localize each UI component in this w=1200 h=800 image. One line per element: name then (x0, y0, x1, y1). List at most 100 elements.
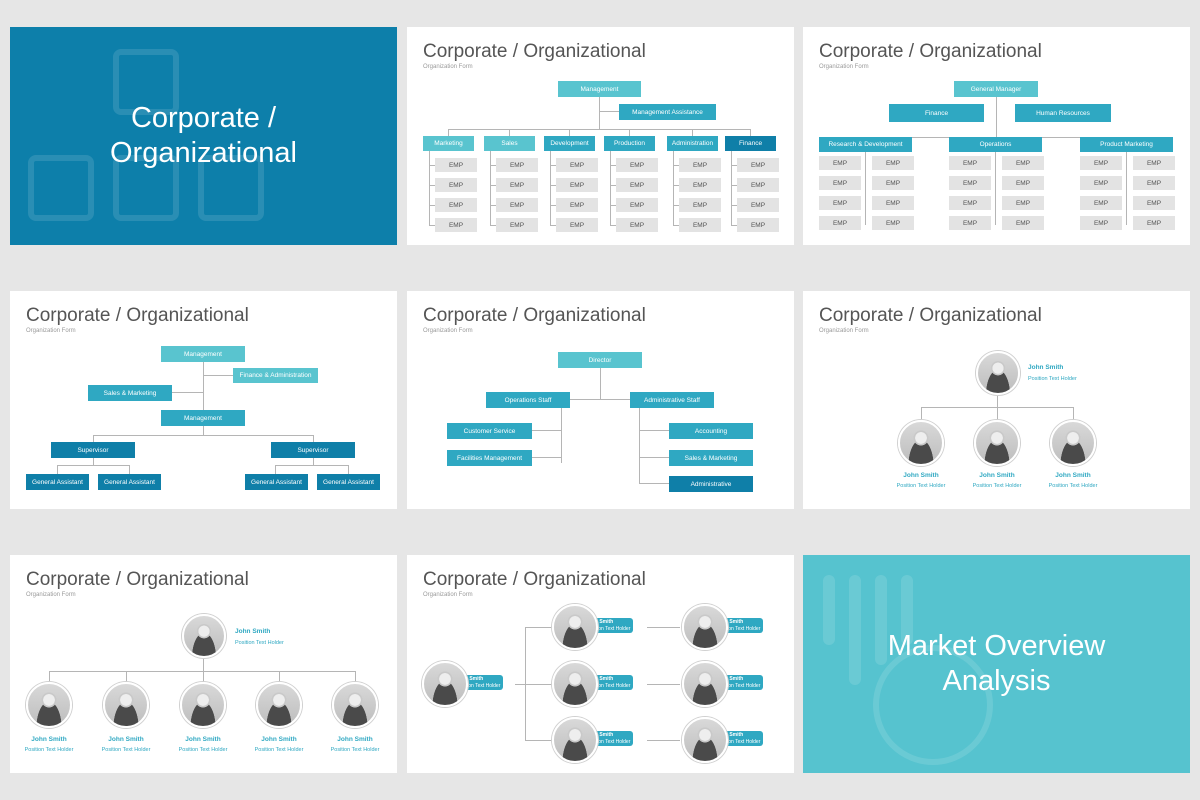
connector-line (569, 129, 570, 136)
emp-box: EMP (556, 198, 598, 212)
person-position: Position Text Holder (1028, 376, 1077, 382)
department-box: Sales (484, 136, 535, 151)
slide-title: Corporate / Organizational (423, 305, 646, 326)
connector-line (490, 151, 491, 226)
person-position: Position Text Holder (24, 747, 74, 753)
management-box-secondary: Management (161, 410, 245, 426)
general-assistant-box: General Assistant (245, 474, 308, 490)
org-slide-director[interactable]: Corporate / Organizational Organization … (407, 291, 794, 509)
org-slide-team-photos[interactable]: Corporate / Organizational Organization … (803, 291, 1190, 509)
connector-line (731, 185, 737, 186)
cover-slide[interactable]: Corporate / Organizational (10, 27, 397, 245)
human-resources-box: Human Resources (1015, 104, 1111, 122)
connector-line (490, 185, 496, 186)
connector-line (673, 185, 679, 186)
emp-box: EMP (1002, 216, 1044, 230)
org-slide-departments[interactable]: Corporate / Organizational Organization … (407, 27, 794, 245)
emp-box: EMP (949, 176, 991, 190)
administrative-staff-box: Administrative Staff (630, 392, 714, 408)
emp-box: EMP (819, 176, 861, 190)
emp-box: EMP (1080, 196, 1122, 210)
person-photo (898, 420, 944, 466)
person-name: John Smith (1055, 472, 1091, 479)
management-box: Management (558, 81, 641, 97)
emp-box: EMP (737, 158, 779, 172)
emp-box: EMP (1002, 156, 1044, 170)
connector-line (750, 129, 751, 136)
org-slide-general-manager[interactable]: Corporate / Organizational Organization … (803, 27, 1190, 245)
emp-box: EMP (556, 158, 598, 172)
emp-box: EMP (819, 196, 861, 210)
emp-box: EMP (556, 218, 598, 232)
emp-box: EMP (679, 158, 721, 172)
connector-line (429, 165, 435, 166)
finance-box: Finance (889, 104, 984, 122)
person-photo (180, 682, 226, 728)
department-box: Production (604, 136, 655, 151)
person-position: Position Text Holder (330, 747, 380, 753)
person-name: John Smith (1028, 364, 1064, 371)
emp-box: EMP (496, 158, 538, 172)
emp-box: EMP (616, 178, 658, 192)
connector-line (610, 165, 616, 166)
emp-box: EMP (737, 178, 779, 192)
management-box: Management (161, 346, 245, 362)
cover-title-line2: Organizational (110, 137, 297, 169)
org-slide-five-members[interactable]: Corporate / Organizational Organization … (10, 555, 397, 773)
emp-box: EMP (949, 196, 991, 210)
person-name: John Smith (586, 619, 614, 625)
slide-title: Corporate / Organizational (26, 569, 249, 590)
connector-line (731, 205, 737, 206)
person-position: Position Text Holder (896, 483, 946, 489)
person-name: John Smith (979, 472, 1015, 479)
person-photo (1050, 420, 1096, 466)
market-overview-slide[interactable]: Market Overview Analysis (803, 555, 1190, 773)
bars-decoration (849, 575, 861, 685)
connector-line (673, 225, 679, 226)
emp-box: EMP (496, 178, 538, 192)
connector-line (731, 165, 737, 166)
person-name: John Smith (716, 732, 744, 738)
person-photo (552, 717, 598, 763)
slide-title: Corporate / Organizational (819, 41, 1042, 62)
management-assistance-box: Management Assistance (619, 104, 716, 120)
cover-title-line1: Corporate / (130, 102, 277, 134)
connector-line (731, 225, 737, 226)
person-position: Position Text Holder (456, 682, 501, 689)
connector-line (610, 225, 616, 226)
emp-box: EMP (1133, 196, 1175, 210)
emp-box: EMP (1002, 176, 1044, 190)
emp-box: EMP (496, 198, 538, 212)
org-slide-tree-photos[interactable]: Corporate / Organizational Organization … (407, 555, 794, 773)
emp-box: EMP (435, 198, 477, 212)
person-position: Position Text Holder (586, 682, 631, 689)
connector-line (995, 152, 996, 225)
emp-box: EMP (1080, 216, 1122, 230)
emp-box: EMP (1002, 196, 1044, 210)
person-position: Position Text Holder (716, 625, 761, 632)
person-position: Position Text Holder (972, 483, 1022, 489)
emp-box: EMP (1133, 216, 1175, 230)
emp-box: EMP (616, 198, 658, 212)
connector-line (610, 185, 616, 186)
slide-title: Corporate / Organizational (423, 41, 646, 62)
person-name: John Smith (903, 472, 939, 479)
connector-line (865, 152, 866, 225)
connector-line (629, 129, 630, 136)
connector-line (429, 225, 435, 226)
connector-line (448, 129, 449, 136)
person-name: John Smith (586, 732, 614, 738)
department-box: Finance (725, 136, 776, 151)
emp-box: EMP (872, 196, 914, 210)
bars-decoration (823, 575, 835, 645)
org-chart-decoration (198, 155, 264, 221)
person-photo (182, 614, 226, 658)
person-position: Position Text Holder (1048, 483, 1098, 489)
connector-line (550, 185, 556, 186)
org-slide-supervisors[interactable]: Corporate / Organizational Organization … (10, 291, 397, 509)
person-name: John Smith (185, 736, 221, 743)
emp-box: EMP (872, 176, 914, 190)
emp-box: EMP (872, 156, 914, 170)
person-name: John Smith (716, 676, 744, 682)
person-photo (682, 661, 728, 707)
